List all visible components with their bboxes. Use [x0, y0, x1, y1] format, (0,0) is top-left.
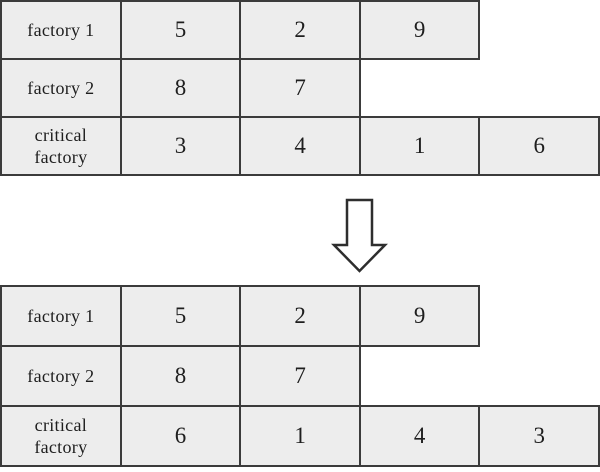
- row-label-text: factory 2: [27, 77, 95, 98]
- table-after: factory 1 5 2 9 factory 2 8 7 critical f…: [0, 285, 600, 467]
- value-cell: 8: [119, 58, 242, 118]
- value-cell: 7: [239, 345, 361, 407]
- value-cell: 9: [358, 285, 481, 347]
- value-cell: 7: [239, 58, 361, 118]
- value-cell: 2: [239, 285, 361, 347]
- value-cell: 8: [119, 345, 242, 407]
- row-label-text: factory 2: [27, 365, 95, 386]
- down-arrow-icon: [331, 198, 388, 273]
- row-label-text: critical factory: [34, 414, 88, 458]
- row-label-text: factory 1: [27, 305, 95, 326]
- table-row-factory2-after: factory 2 8 7: [0, 345, 599, 407]
- value-cell: 5: [119, 0, 242, 60]
- row-label: factory 1: [0, 0, 122, 60]
- row-label: factory 2: [0, 345, 122, 407]
- value-cell: 2: [239, 0, 361, 60]
- value-cell: 6: [478, 116, 600, 176]
- value-cell: 4: [239, 116, 361, 176]
- row-label-text: factory 1: [27, 19, 95, 40]
- value-cell: 3: [119, 116, 242, 176]
- row-label-text: critical factory: [34, 124, 88, 168]
- table-row-factory1-before: factory 1 5 2 9: [0, 0, 599, 60]
- row-label: factory 1: [0, 285, 122, 347]
- value-cell: 1: [239, 405, 361, 467]
- row-label: factory 2: [0, 58, 122, 118]
- table-row-factory2-before: factory 2 8 7: [0, 58, 599, 118]
- table-row-factory1-after: factory 1 5 2 9: [0, 285, 599, 347]
- row-label: critical factory: [0, 405, 122, 467]
- value-cell: 1: [358, 116, 481, 176]
- value-cell: 5: [119, 285, 242, 347]
- row-label: critical factory: [0, 116, 122, 176]
- value-cell: 9: [358, 0, 481, 60]
- value-cell: 4: [358, 405, 481, 467]
- table-row-critical-after: critical factory 6 1 4 3: [0, 405, 600, 467]
- table-before: factory 1 5 2 9 factory 2 8 7 critical f…: [0, 0, 600, 176]
- table-row-critical-before: critical factory 3 4 1 6: [0, 116, 600, 176]
- value-cell: 3: [478, 405, 600, 467]
- value-cell: 6: [119, 405, 242, 467]
